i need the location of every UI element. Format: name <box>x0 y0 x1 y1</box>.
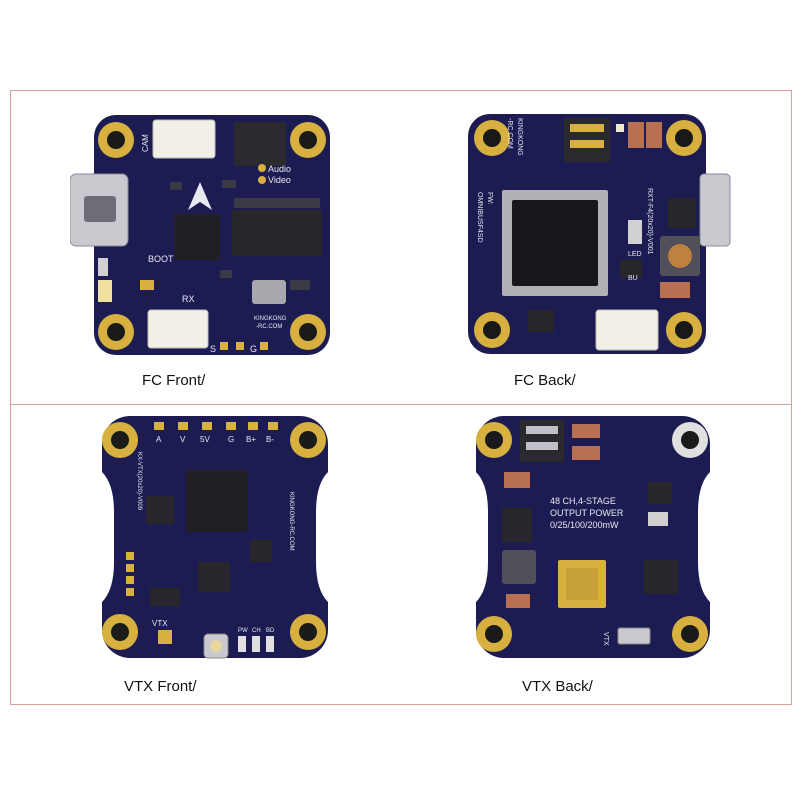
vtx-back-line3: 0/25/100/200mW <box>550 520 619 530</box>
vtx-back-vtx-label: VTX <box>602 632 609 646</box>
fc-back-bu-label: BU <box>628 275 638 282</box>
fc-back-fw-label: FW: <box>486 192 493 205</box>
fc-back-caption: FC Back/ <box>514 372 576 389</box>
panel-vtx-front: A V 5V G B+ B- KX-VTX(20x20)-V009 KINGKO… <box>90 412 350 702</box>
photo-frame <box>10 90 792 705</box>
fc-back-led-label: LED <box>628 251 642 258</box>
fc-front-url-label: -RC.COM <box>256 324 282 330</box>
fc-front-cam-label: CAM <box>141 134 150 152</box>
panel-vtx-back: 48 CH,4-STAGE OUTPUT POWER 0/25/100/200m… <box>468 412 728 702</box>
vtx-front-pad-bplus: B+ <box>246 435 256 444</box>
vtx-front-led-pw: PW <box>238 628 248 634</box>
fc-front-video-label: Video <box>268 175 291 185</box>
vtx-back-caption: VTX Back/ <box>522 678 593 695</box>
vtx-front-pad-a: A <box>156 435 162 444</box>
vtx-front-pad-5v: 5V <box>200 435 210 444</box>
fc-back-brand-label: KINGKONG <box>516 118 523 156</box>
fc-front-board-image: CAM Audio Video BOOT RX KINGKONG -RC.COM… <box>70 115 330 355</box>
fc-front-pad-g: G <box>250 344 257 354</box>
panel-fc-back: KINGKONG -RC.COM RXT-F4(20x20)-V001 FW: … <box>460 110 740 400</box>
vtx-back-board-image: 48 CH,4-STAGE OUTPUT POWER 0/25/100/200m… <box>476 416 710 658</box>
vtx-front-pad-g: G <box>228 435 234 444</box>
vtx-front-caption: VTX Front/ <box>124 678 197 695</box>
fc-back-target-label: OMNIBUSF4SD <box>476 192 483 243</box>
vtx-back-line2: OUTPUT POWER <box>550 508 624 518</box>
vtx-back-line1: 48 CH,4-STAGE <box>550 496 616 506</box>
fc-back-board-image: KINGKONG -RC.COM RXT-F4(20x20)-V001 FW: … <box>468 114 731 354</box>
fc-front-caption: FC Front/ <box>142 372 206 389</box>
fc-front-boot-label: BOOT <box>148 254 174 264</box>
vtx-front-led-bd: BD <box>266 628 275 634</box>
vtx-front-vtx-label: VTX <box>152 619 168 628</box>
vtx-front-pad-bminus: B- <box>266 435 274 444</box>
vtx-front-url-label: KINGKONG-RC.COM <box>288 492 294 551</box>
row-divider <box>10 404 792 405</box>
vtx-front-led-ch: CH <box>252 628 261 634</box>
fc-front-pad-s: S <box>210 344 216 354</box>
fc-front-audio-label: Audio <box>268 164 291 174</box>
panel-fc-front: CAM Audio Video BOOT RX KINGKONG -RC.COM… <box>70 110 340 400</box>
fc-front-brand-label: KINGKONG <box>254 316 287 322</box>
vtx-front-model-label: KX-VTX(20x20)-V009 <box>136 452 142 511</box>
fc-back-url-label: -RC.COM <box>506 118 513 149</box>
vtx-front-pad-v: V <box>180 435 186 444</box>
fc-back-model-label: RXT-F4(20x20)-V001 <box>646 188 653 255</box>
vtx-front-board-image: A V 5V G B+ B- KX-VTX(20x20)-V009 KINGKO… <box>102 416 328 659</box>
fc-front-rx-label: RX <box>182 294 195 304</box>
